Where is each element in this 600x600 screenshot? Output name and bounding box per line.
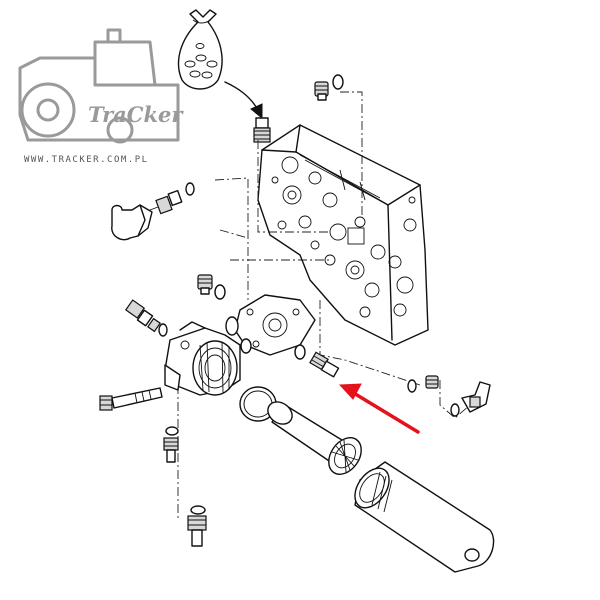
middle-plug — [197, 274, 226, 300]
adapter-oring-2 — [240, 338, 252, 354]
mounting-bolt — [99, 387, 163, 411]
filter-element — [267, 401, 362, 475]
temperature-sender — [124, 299, 168, 337]
diagnostic-fitting-2 — [187, 505, 207, 547]
top-plug-fitting — [314, 74, 344, 101]
valve-body — [257, 124, 429, 346]
check-valve — [294, 344, 340, 378]
filter-head — [164, 321, 241, 396]
diagnostic-fitting-1 — [163, 426, 179, 463]
parts-bag-icon — [177, 9, 223, 90]
bag-pointer-arrowhead — [250, 103, 263, 120]
assembly-centerlines — [177, 91, 471, 520]
elbow-fitting — [450, 381, 491, 417]
tracker-logo — [18, 28, 180, 144]
adapter-oring — [225, 316, 239, 336]
bag-pointer-arrow — [224, 81, 259, 111]
pressure-switch — [111, 182, 195, 241]
tracker-logo-text: TraCker — [88, 102, 184, 127]
watermark-url: WWW.TRACKER.COM.PL — [24, 155, 149, 165]
bag-fitting — [253, 117, 271, 143]
highlight-arrow — [338, 383, 420, 434]
right-plug-fitting — [407, 375, 439, 393]
filter-bowl — [354, 461, 495, 573]
